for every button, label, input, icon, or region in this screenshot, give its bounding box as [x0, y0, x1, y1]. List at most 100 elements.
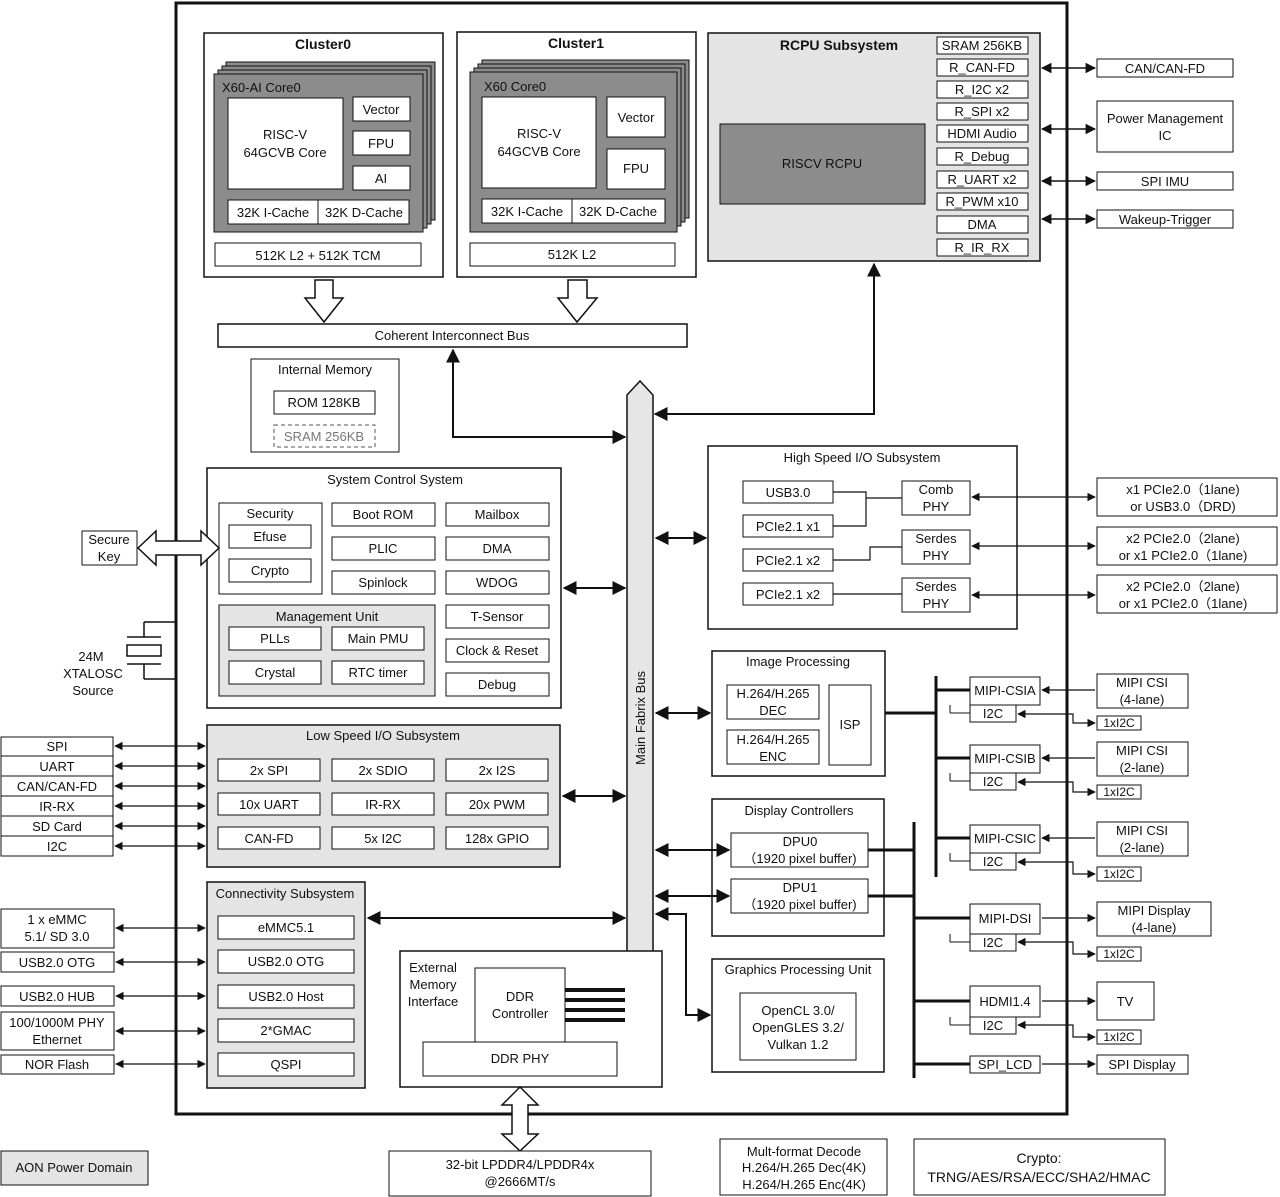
image-processing: Image Processing H.264/H.265 DEC H.264/H…	[711, 650, 886, 777]
svg-text:XTALOSC: XTALOSC	[63, 666, 123, 681]
svg-text:@2666MT/s: @2666MT/s	[485, 1174, 556, 1189]
svg-text:ISP: ISP	[840, 717, 861, 732]
svg-text:USB2.0 Host: USB2.0 Host	[248, 989, 324, 1004]
svg-text:x1 PCIe2.0（1lane): x1 PCIe2.0（1lane)	[1126, 482, 1239, 497]
svg-text:Wakeup-Trigger: Wakeup-Trigger	[1119, 212, 1212, 227]
svg-text:USB2.0 HUB: USB2.0 HUB	[19, 989, 95, 1004]
mipi-csic-group: MIPI-CSIC I2C MIPI CSI (2-lane) 1xI2C	[936, 821, 1189, 882]
svg-text:USB3.0: USB3.0	[766, 485, 811, 500]
svg-text:DMA: DMA	[483, 541, 512, 556]
svg-text:PCIe2.1 x1: PCIe2.1 x1	[756, 519, 820, 534]
svg-text:PCIe2.1 x2: PCIe2.1 x2	[756, 553, 820, 568]
ext-power-management-ic	[1096, 100, 1234, 153]
svg-text:RTC timer: RTC timer	[349, 665, 409, 680]
svg-text:(2-lane): (2-lane)	[1120, 760, 1165, 775]
svg-text:5.1/ SD 3.0: 5.1/ SD 3.0	[24, 929, 89, 944]
svg-text:ROM 128KB: ROM 128KB	[288, 395, 361, 410]
system-control-system: System Control System Security Efuse Cry…	[206, 467, 562, 709]
svg-text:32K I-Cache: 32K I-Cache	[237, 205, 309, 220]
svg-text:MIPI CSI: MIPI CSI	[1116, 743, 1168, 758]
svg-text:R_CAN-FD: R_CAN-FD	[949, 60, 1015, 75]
cluster0-icache	[227, 199, 319, 225]
svg-text:ENC: ENC	[759, 749, 786, 764]
svg-text:Power Management: Power Management	[1107, 111, 1224, 126]
svg-text:20x PWM: 20x PWM	[469, 797, 525, 812]
svg-text:MIPI-DSI: MIPI-DSI	[979, 911, 1032, 926]
svg-text:Controller: Controller	[492, 1006, 549, 1021]
svg-text:x2 PCIe2.0（2lane): x2 PCIe2.0（2lane)	[1126, 531, 1239, 546]
mipi-csia-group: MIPI-CSIA I2C MIPI CSI (4-lane) 1xI2C	[936, 673, 1189, 731]
svg-text:Vector: Vector	[363, 102, 401, 117]
svg-text:PLLs: PLLs	[260, 631, 290, 646]
svg-text:1xI2C: 1xI2C	[1103, 785, 1135, 799]
coherent-to-main-link	[446, 348, 627, 444]
svg-text:MIPI-CSIA: MIPI-CSIA	[974, 683, 1036, 698]
svg-text:I2C: I2C	[983, 1018, 1003, 1033]
svg-text:RISCV RCPU: RISCV RCPU	[782, 156, 862, 171]
cluster1-core-label: X60 Core0	[484, 79, 546, 94]
ddr-arrow	[500, 1085, 540, 1153]
svg-text:2x SPI: 2x SPI	[250, 763, 288, 778]
svg-text:T-Sensor: T-Sensor	[471, 609, 524, 624]
svg-text:WDOG: WDOG	[476, 575, 518, 590]
svg-text:USB2.0 OTG: USB2.0 OTG	[19, 955, 96, 970]
svg-text:Clock & Reset: Clock & Reset	[456, 643, 539, 658]
svg-text:x2 PCIe2.0（2lane): x2 PCIe2.0（2lane)	[1126, 579, 1239, 594]
svg-text:Spinlock: Spinlock	[358, 575, 408, 590]
svg-text:or USB3.0（DRD): or USB3.0（DRD)	[1130, 499, 1235, 514]
svg-text:1xI2C: 1xI2C	[1103, 947, 1135, 961]
svg-text:R_Debug: R_Debug	[955, 149, 1010, 164]
svg-text:32-bit LPDDR4/LPDDR4x: 32-bit LPDDR4/LPDDR4x	[446, 1157, 595, 1172]
cluster1: Cluster1 X60 Core0 RISC-V 64GCVB Core Ve…	[456, 31, 697, 278]
ext-can-fd	[1096, 58, 1234, 78]
cluster1-to-bus-arrow	[556, 279, 599, 324]
svg-text:H.264/H.265 Dec(4K): H.264/H.265 Dec(4K)	[742, 1160, 866, 1175]
cluster0-cpu	[227, 97, 344, 190]
svg-text:SPI_LCD: SPI_LCD	[978, 1057, 1032, 1072]
svg-text:USB2.0 OTG: USB2.0 OTG	[248, 954, 325, 969]
cluster0-l2	[214, 242, 422, 267]
soc-boundary	[174, 1, 1069, 1116]
rcpu-to-main-link	[653, 262, 881, 421]
svg-text:MIPI-CSIB: MIPI-CSIB	[974, 751, 1035, 766]
svg-text:(4-lane): (4-lane)	[1120, 692, 1165, 707]
ddr-controller	[474, 967, 566, 1043]
svg-text:Source: Source	[72, 683, 113, 698]
high-speed-io-subsystem: High Speed I/O Subsystem USB3.0 PCIe2.1 …	[707, 445, 1018, 630]
rcpu-title: RCPU Subsystem	[780, 37, 898, 53]
svg-text:Crypto: Crypto	[251, 563, 289, 578]
ext-lpddr4	[388, 1150, 652, 1197]
svg-text:SPI Display: SPI Display	[1108, 1057, 1176, 1072]
svg-text:DPU1: DPU1	[783, 880, 818, 895]
svg-text:Debug: Debug	[478, 677, 516, 692]
svg-text:Comb: Comb	[919, 482, 954, 497]
mipi-csib-group: MIPI-CSIB I2C MIPI CSI (2-lane) 1xI2C	[936, 741, 1189, 800]
svg-text:Vulkan 1.2: Vulkan 1.2	[768, 1037, 829, 1052]
svg-text:UART: UART	[39, 759, 74, 774]
cluster0-title: Cluster0	[295, 36, 351, 52]
svg-text:DMA: DMA	[968, 217, 997, 232]
svg-text:Vector: Vector	[618, 110, 656, 125]
svg-text:Ethernet: Ethernet	[32, 1032, 82, 1047]
rcpu-items: SRAM 256KB R_CAN-FD R_I2C x2 R_SPI x2 HD…	[936, 36, 1029, 257]
cluster1-l2	[469, 242, 676, 267]
secure-key-arrow	[136, 529, 221, 567]
svg-text:HDMI1.4: HDMI1.4	[979, 994, 1030, 1009]
svg-text:AON Power Domain: AON Power Domain	[15, 1160, 132, 1175]
cluster0: Cluster0 X60-AI Core0 RISC-V 64GCVB Core…	[203, 32, 444, 278]
svg-text:MIPI-CSIC: MIPI-CSIC	[974, 831, 1036, 846]
xtal-oscillator: 24M XTALOSC Source	[63, 621, 175, 698]
svg-text:1xI2C: 1xI2C	[1103, 1030, 1135, 1044]
cluster1-icache	[481, 198, 573, 224]
pcie-external: x1 PCIe2.0（1lane) or USB3.0（DRD) x2 PCIe…	[971, 477, 1278, 614]
cluster0-to-bus-arrow	[303, 279, 345, 324]
svg-text:512K L2: 512K L2	[548, 247, 596, 262]
svg-text:IR-RX: IR-RX	[39, 799, 75, 814]
cluster1-title: Cluster1	[548, 35, 604, 51]
svg-text:CAN/CAN-FD: CAN/CAN-FD	[17, 779, 97, 794]
svg-text:32K D-Cache: 32K D-Cache	[325, 205, 403, 220]
rcpu-external: CAN/CAN-FD Power Management IC SPI IMU W…	[1040, 58, 1234, 229]
svg-text:NOR Flash: NOR Flash	[25, 1057, 89, 1072]
low-speed-io-subsystem: Low Speed I/O Subsystem 2x SPI 2x SDIO 2…	[206, 724, 561, 868]
